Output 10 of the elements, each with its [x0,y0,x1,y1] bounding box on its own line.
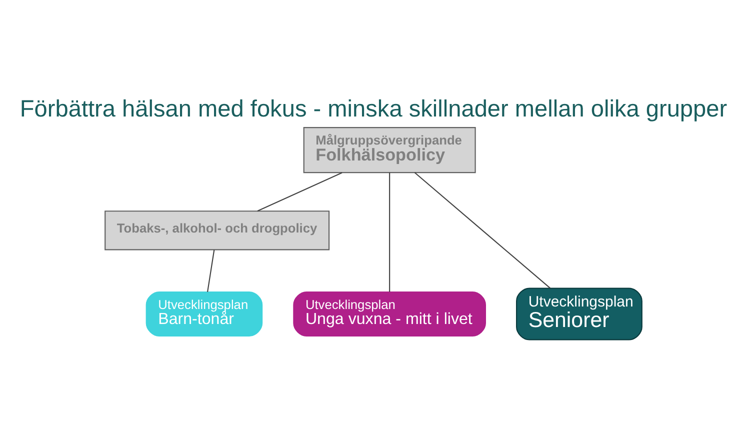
connector [207,249,215,292]
diagram-title: Förbättra hälsan med fokus - minska skillnader mellan olika grupper [20,94,728,121]
connector [389,172,390,292]
node-box: Målgruppsövergripande Folkhälsopolicy [303,126,476,173]
node-box: Utvecklingsplan Barn-tonår [146,291,263,336]
node-box: Utvecklingsplan Seniorer [516,287,642,340]
node-box: Tobaks-, alkohol- och drogpolicy [104,210,330,250]
connector [414,172,551,288]
node-box: Utvecklingsplan Unga vuxna - mitt i livet [293,291,486,336]
connector [257,172,342,212]
